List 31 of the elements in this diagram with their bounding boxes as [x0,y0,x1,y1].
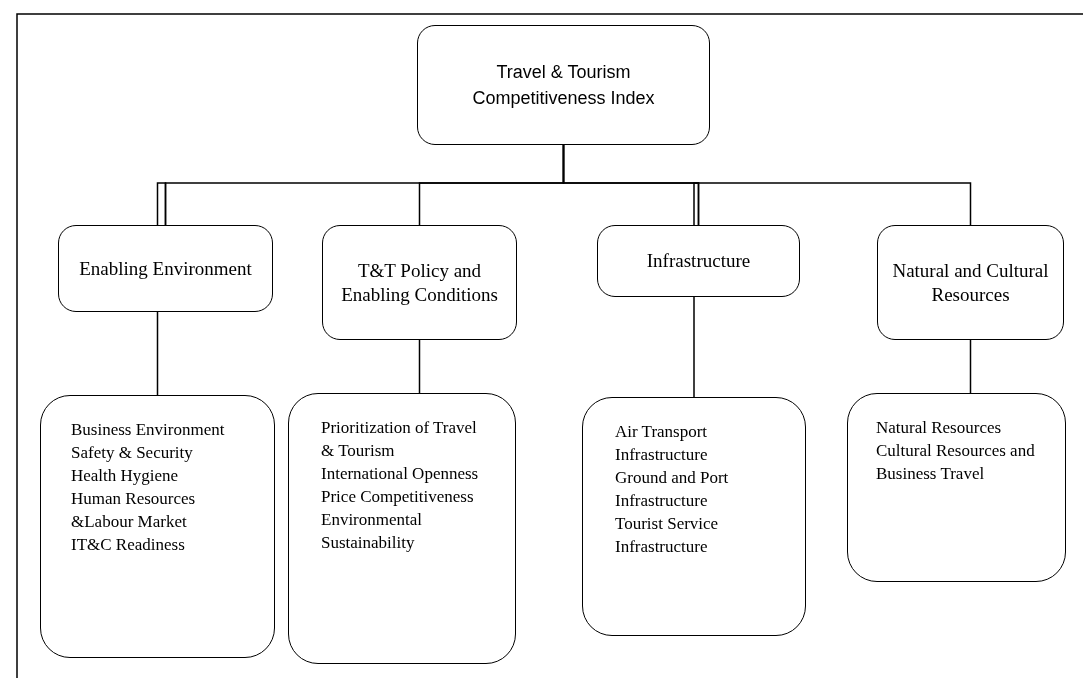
list-item: Human Resources &Labour Market [71,488,197,533]
connector-line [562,144,972,226]
rounded-box [58,225,273,312]
list-item: Business Environment [71,419,225,441]
list-item: Safety & Security [71,442,193,464]
list-item: IT&C Readiness [71,534,185,556]
list-item: Ground and Port Infrastructure [615,467,730,512]
list-item: Cultural Resources and Business Travel [876,440,1036,485]
list-item: Prioritization of Travel & Tourism [321,417,478,462]
list-item: Tourist Service Infrastructure [615,513,720,558]
rounded-box [288,393,516,664]
box-label: Infrastructure [646,249,751,273]
list-item: Price Competitiveness [321,486,474,508]
rounded-box [417,25,710,145]
rounded-box [582,397,806,636]
box-label: Natural and Cultural Resources [891,258,1050,307]
connector-line [969,339,972,394]
box-label: Enabling Environment [79,256,252,281]
rounded-box [597,225,800,297]
list-item: International Openness [321,463,479,485]
box-label: Travel & Tourism Competitiveness Index [471,61,656,110]
list-item: Environmental Sustainability [321,509,424,554]
rounded-box [847,393,1066,582]
list-item: Natural Resources [876,417,1002,439]
rounded-box [877,225,1064,340]
rounded-box [322,225,517,340]
box-label: T&T Policy and Enabling Conditions [340,258,499,307]
rounded-box [40,395,275,658]
list-item: Health Hygiene [71,465,179,487]
list-item: Air Transport Infrastructure [615,421,709,466]
connector-line [418,339,421,394]
